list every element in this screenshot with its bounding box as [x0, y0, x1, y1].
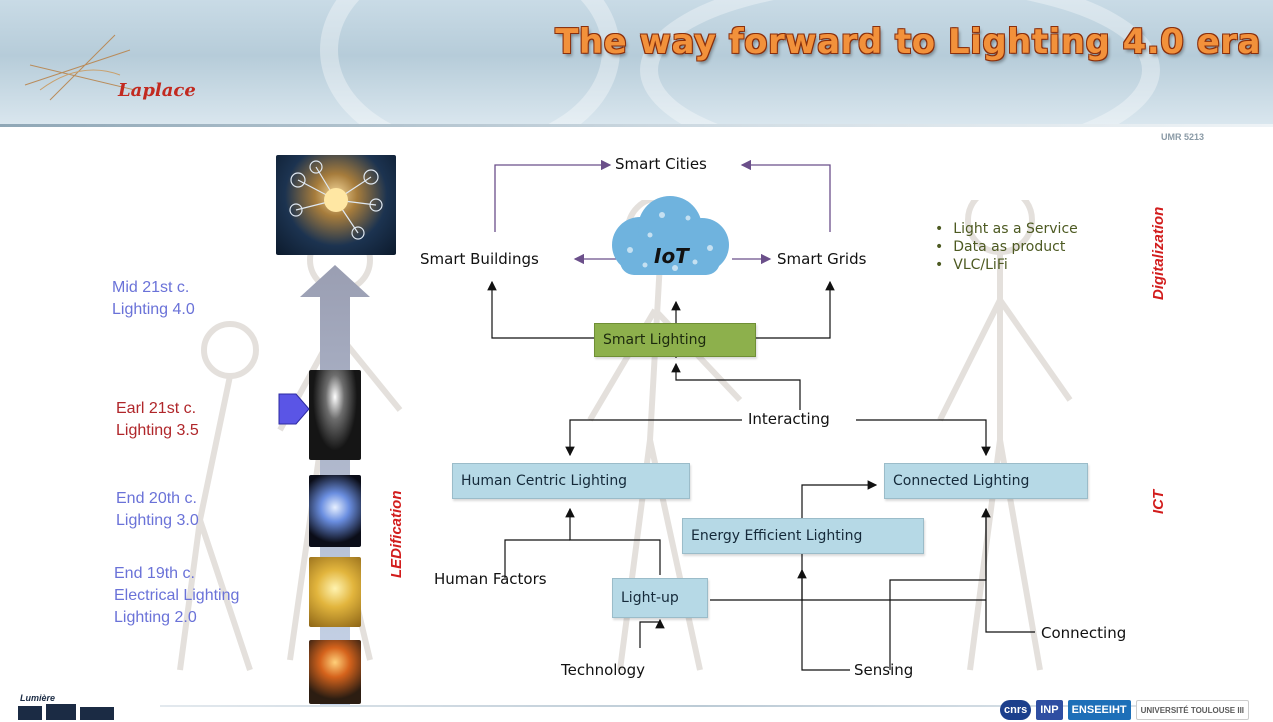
lumiere-logo-graphic [18, 704, 114, 720]
footer-rule [160, 705, 1240, 707]
led-diode-image [309, 475, 361, 547]
connected-lighting-node: Connected Lighting [884, 463, 1088, 499]
era-period: End 19th c. [114, 565, 195, 582]
smart-grids-node: Smart Grids [777, 250, 867, 268]
human-factors-node: Human Factors [434, 570, 547, 588]
cnrs-logo: cnrs [1000, 699, 1032, 720]
current-era-marker [278, 393, 310, 425]
era-label: Lighting 4.0 [112, 301, 195, 318]
bullet-item: VLC/LiFi [935, 256, 1078, 274]
bullet-item: Light as a Service [935, 220, 1077, 238]
sensing-node: Sensing [854, 661, 914, 679]
era-end-20th: End 20th c. Lighting 3.0 [116, 488, 199, 532]
partner-logos: cnrs INP ENSEEIHT UNIVERSITÉ TOULOUSE II… [1000, 697, 1250, 722]
header-banner [0, 0, 1273, 124]
digitalization-bullets: Light as a Service Data as product VLC/L… [935, 220, 1078, 274]
era-label-2: Lighting 2.0 [114, 609, 197, 626]
era-label: Lighting 3.5 [116, 422, 199, 439]
incandescent-bulb-image [309, 557, 361, 627]
toulouse-logo: UNIVERSITÉ TOULOUSE III [1135, 699, 1250, 720]
smart-cities-node: Smart Cities [615, 155, 707, 173]
network-icons [289, 160, 383, 240]
iot-label: IoT [654, 244, 689, 268]
connecting-node: Connecting [1041, 624, 1127, 642]
era-label: Electrical Lighting [114, 587, 240, 604]
energy-efficient-lighting-node: Energy Efficient Lighting [682, 518, 924, 554]
era-end-19th: End 19th c. Electrical Lighting Lighting… [114, 563, 239, 629]
enseeiht-logo: ENSEEIHT [1067, 699, 1131, 720]
human-centric-lighting-node: Human Centric Lighting [452, 463, 690, 499]
era-label: Lighting 3.0 [116, 512, 199, 529]
era-period: End 20th c. [116, 490, 197, 507]
smart-lighting-node: Smart Lighting [594, 323, 756, 357]
smart-buildings-node: Smart Buildings [420, 250, 539, 268]
era-mid-21st: Mid 21st c. Lighting 4.0 [112, 277, 195, 321]
iot-cloud [612, 196, 729, 275]
laplace-logo-graphic [24, 34, 136, 101]
header-rule [0, 124, 1273, 127]
interacting-node: Interacting [748, 410, 830, 428]
umr-label: UMR 5213 [1161, 132, 1205, 142]
led-bulb-image [309, 370, 361, 460]
bullet-item: Data as product [935, 238, 1078, 256]
era-period: Mid 21st c. [112, 279, 190, 296]
era-period: Earl 21st c. [116, 400, 197, 417]
slide-title: The way forward to Lighting 4.0 era [555, 22, 1261, 62]
light-up-node: Light-up [612, 578, 708, 618]
technology-node: Technology [561, 661, 646, 679]
lighting-4-image [276, 155, 396, 255]
laplace-logo: Laplace [118, 80, 196, 101]
lumiere-logo: Lumière [20, 693, 56, 703]
inp-logo: INP [1036, 699, 1063, 720]
era-early-21st: Earl 21st c. Lighting 3.5 [116, 398, 199, 442]
flame-image [309, 640, 361, 704]
